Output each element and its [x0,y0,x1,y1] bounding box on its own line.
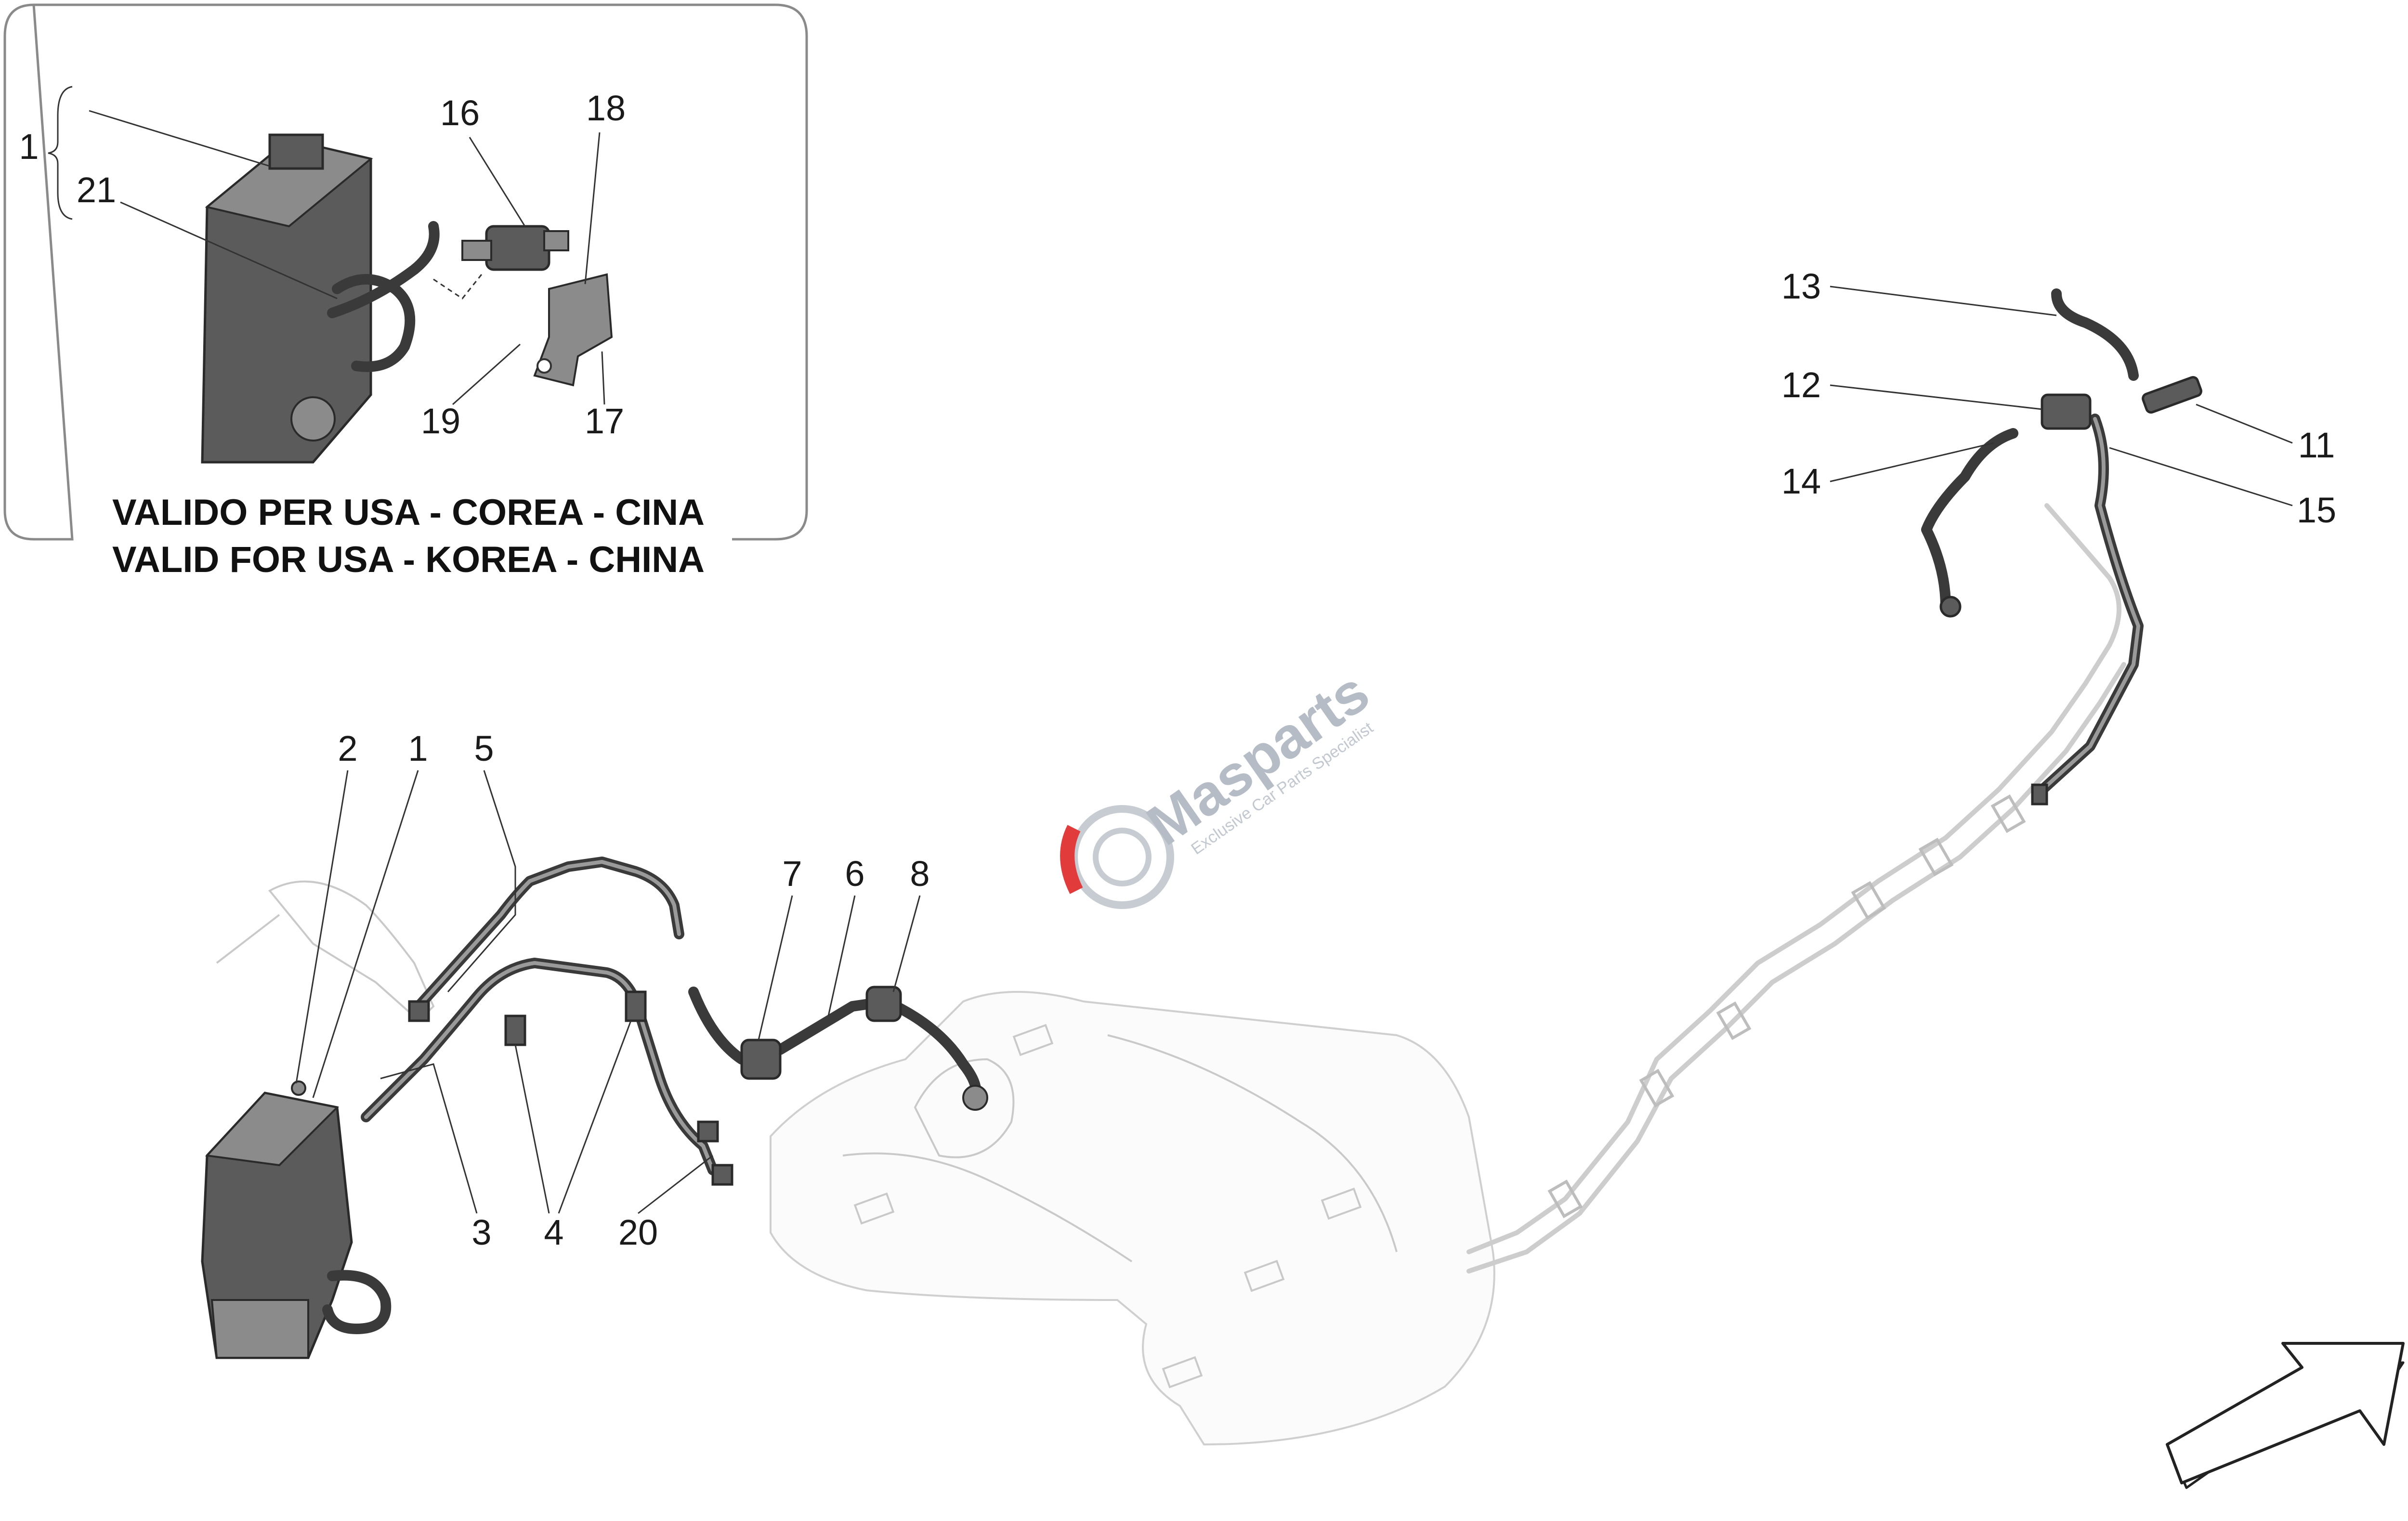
inset-callout-1: 1 [19,127,39,167]
callout-8: 8 [910,854,929,894]
watermark: Masparts Exclusive Car Parts Specialist [1060,659,1381,909]
callout-20: 20 [618,1212,658,1252]
callout-13: 13 [1781,266,1821,306]
fuel-tank-ghost [770,991,1495,1446]
inset-caption-italian: VALIDO PER USA - COREA - CINA [112,492,705,533]
hose-assembly-6 [688,986,988,1111]
callout-2: 2 [338,728,357,768]
watermark-disc-icon [1060,805,1174,909]
inset-callout-21: 21 [77,170,116,210]
callout-3: 3 [471,1212,491,1252]
main-callouts: 2 1 5 7 6 8 3 4 20 13 12 14 11 15 [295,266,2336,1252]
rear-lines-ghost [1466,503,2126,1274]
inset-panel: 1 21 16 18 19 17 VALIDO PER USA - COREA … [3,3,808,580]
inset-purge-valve [461,225,569,271]
callout-15: 15 [2297,490,2336,530]
evap-canister [201,1080,392,1359]
callout-7: 7 [782,854,802,894]
inset-callout-16: 16 [440,93,480,133]
inset-caption-english: VALID FOR USA - KOREA - CHINA [112,539,705,580]
inset-callout-17: 17 [585,401,624,441]
callout-4: 4 [544,1212,563,1252]
vapour-hoses [361,857,733,1186]
rear-valve-cluster [1921,288,2202,806]
inset-canister [201,133,440,464]
watermark-brand: Masparts [1136,659,1380,858]
callout-11: 11 [2298,425,2335,465]
inset-bracket [533,273,613,387]
inset-callout-18: 18 [586,88,626,128]
direction-arrow-icon [2166,1342,2405,1489]
callout-1: 1 [408,728,428,768]
callout-12: 12 [1781,365,1821,405]
callout-6: 6 [845,854,864,894]
callout-14: 14 [1781,461,1821,501]
inset-callout-19: 19 [421,401,460,441]
left-bracket-ghost [216,880,435,1022]
callout-5: 5 [474,728,494,768]
